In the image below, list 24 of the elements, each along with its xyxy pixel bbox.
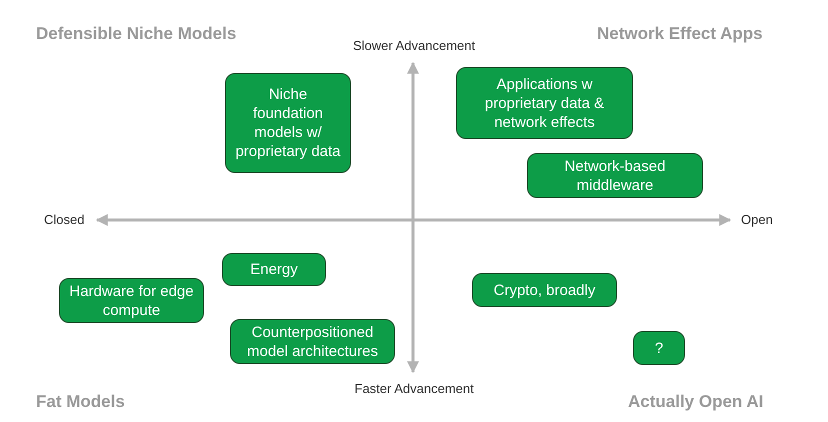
category-label: Network-based middleware	[564, 156, 666, 194]
axis-label: Closed	[44, 212, 84, 227]
category-box	[456, 67, 633, 139]
category-box	[527, 153, 703, 198]
category-label: Niche foundation models w/ proprietary data	[234, 85, 342, 161]
category-label: ?	[654, 338, 664, 358]
category-box	[633, 331, 685, 365]
category-box	[472, 273, 617, 307]
category-box	[225, 73, 351, 173]
category-box	[230, 319, 395, 364]
category-box	[59, 278, 204, 323]
category-label: Crypto, broadly	[494, 280, 596, 300]
category-label: Hardware for edge compute	[68, 282, 195, 320]
category-label: Energy	[250, 260, 298, 279]
quadrant-title: Fat Models	[36, 392, 125, 412]
axis-label: Open	[741, 212, 773, 227]
quadrant-title: Actually Open AI	[628, 392, 764, 412]
quadrant-title: Network Effect Apps	[597, 24, 763, 44]
category-label: Applications w proprietary data & network effects	[484, 74, 606, 132]
category-label: Counterpositioned model architectures	[246, 322, 379, 360]
category-box	[222, 253, 326, 286]
axis-label: Slower Advancement	[353, 38, 476, 53]
axis-label: Faster Advancement	[354, 381, 474, 396]
quadrant-title: Defensible Niche Models	[36, 24, 236, 44]
